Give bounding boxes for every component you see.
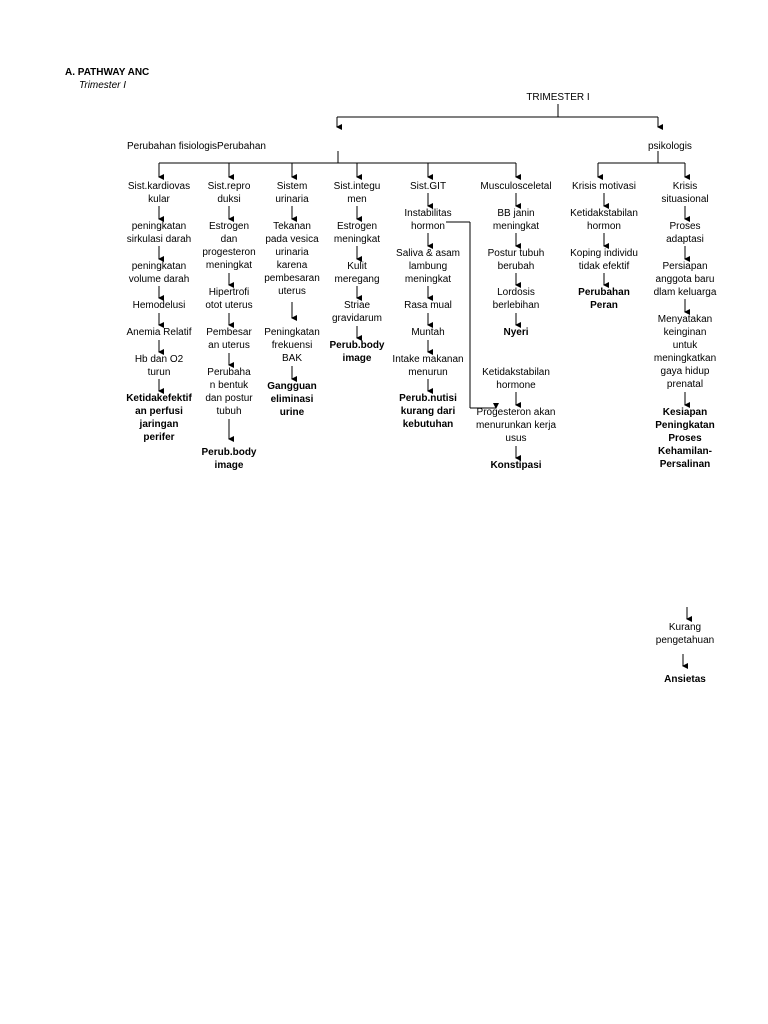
node-peningkatan-sirkulasi: peningkatan sirkulasi darah [126,221,192,245]
outcome-kesiapan-peningkatan: Kesiapan Peningkatan Proses Kehamilan- P… [655,407,715,470]
node-peningkatan-volume: peningkatan volume darah [128,261,190,285]
root-node: TRIMESTER I [526,92,590,103]
outcome-perub-body-image-1: Perub.body image [201,447,257,471]
node-tekanan-vesica: Tekanan pada vesica urinaria karena pemb… [264,221,320,297]
node-progesteron-usus: Progesteron akan menurunkan kerja usus [475,407,557,444]
node-intake-makanan: Intake makanan menurun [392,354,464,378]
outcome-perub-nutrisi: Perub.nutisi kurang dari kebutuhan [399,393,457,430]
node-instabilitas-hormon: Instabilitas hormon [404,208,452,232]
outcome-nyeri: Nyeri [503,327,529,338]
node-pembesaran-uterus: Pembesar an uterus [206,327,252,351]
node-hemodelusi: Hemodelusi [132,300,186,311]
node-ketidakstabilan-hormon: Ketidakstabilan hormon [570,208,638,232]
node-striae-gravidarum: Striae gravidarum [331,300,383,324]
node-hb-o2-turun: Hb dan O2 turun [134,354,184,378]
node-krisis-motivasi: Krisis motivasi [572,181,636,192]
node-muntah: Muntah [411,327,445,338]
outcome-perubahan-peran: Perubahan Peran [578,287,630,311]
node-sist-integumen: Sist.integu men [333,181,381,205]
node-musculoskeletal: Musculosceletal [480,181,552,192]
node-estrogen-meningkat: Estrogen meningkat [333,221,381,245]
node-sist-git: Sist.GIT [409,181,447,192]
node-sistem-urinaria: Sistem urinaria [275,181,309,205]
node-bb-janin-meningkat: BB janin meningkat [492,208,540,232]
outcome-gangguan-eliminasi: Gangguan eliminasi urine [267,381,317,418]
node-estrogen-progesteron: Estrogen dan progesteron meningkat [202,221,256,271]
page-subtitle: Trimester I [79,80,127,91]
outcome-ansietas: Ansietas [664,674,706,685]
node-krisis-situasional: Krisis situasional [661,181,709,205]
page-title: A. PATHWAY ANC [65,67,150,78]
node-kulit-meregang: Kulit meregang [334,261,380,285]
outcome-konstipasi: Konstipasi [490,460,542,471]
node-saliva-asam-lambung: Saliva & asam lambung meningkat [396,248,460,285]
node-peningkatan-frekuensi-bak: Peningkatan frekuensi BAK [264,327,320,364]
node-persiapan-anggota: Persiapan anggota baru dlam keluarga [653,261,717,298]
node-proses-adaptasi: Proses adaptasi [666,221,704,245]
node-hipertrofi-otot-uterus: Hipertrofi otot uterus [205,287,253,311]
outcome-ketidakefektifan-perfusi: Ketidakefektif an perfusi jaringan perif… [126,393,192,443]
node-sist-kardiovaskular: Sist.kardiovas kular [127,181,191,205]
node-postur-tubuh-berubah: Postur tubuh berubah [487,248,545,272]
node-ketidakstabilan-hormone: Ketidakstabilan hormone [482,367,550,391]
node-lordosis-berlebihan: Lordosis berlebihan [492,287,540,311]
node-koping-individu: Koping individu tidak efektif [570,248,638,272]
branch-fisiologis-label: Perubahan fisiologisPerubahan [127,141,266,152]
node-anemia-relatif: Anemia Relatif [126,327,192,338]
branch-psikologis-label: psikologis [648,141,692,152]
node-rasa-mual: Rasa mual [404,300,452,311]
outcome-perub-body-image-2: Perub.body image [329,340,385,364]
node-sist-reproduksi: Sist.repro duksi [207,181,251,205]
node-perubahan-bentuk: Perubaha n bentuk dan postur tubuh [205,367,253,417]
node-kurang-pengetahuan: Kurang pengetahuan [655,622,715,646]
node-menyatakan-keinginan: Menyatakan keinginan untuk meningkatkan … [653,314,717,390]
